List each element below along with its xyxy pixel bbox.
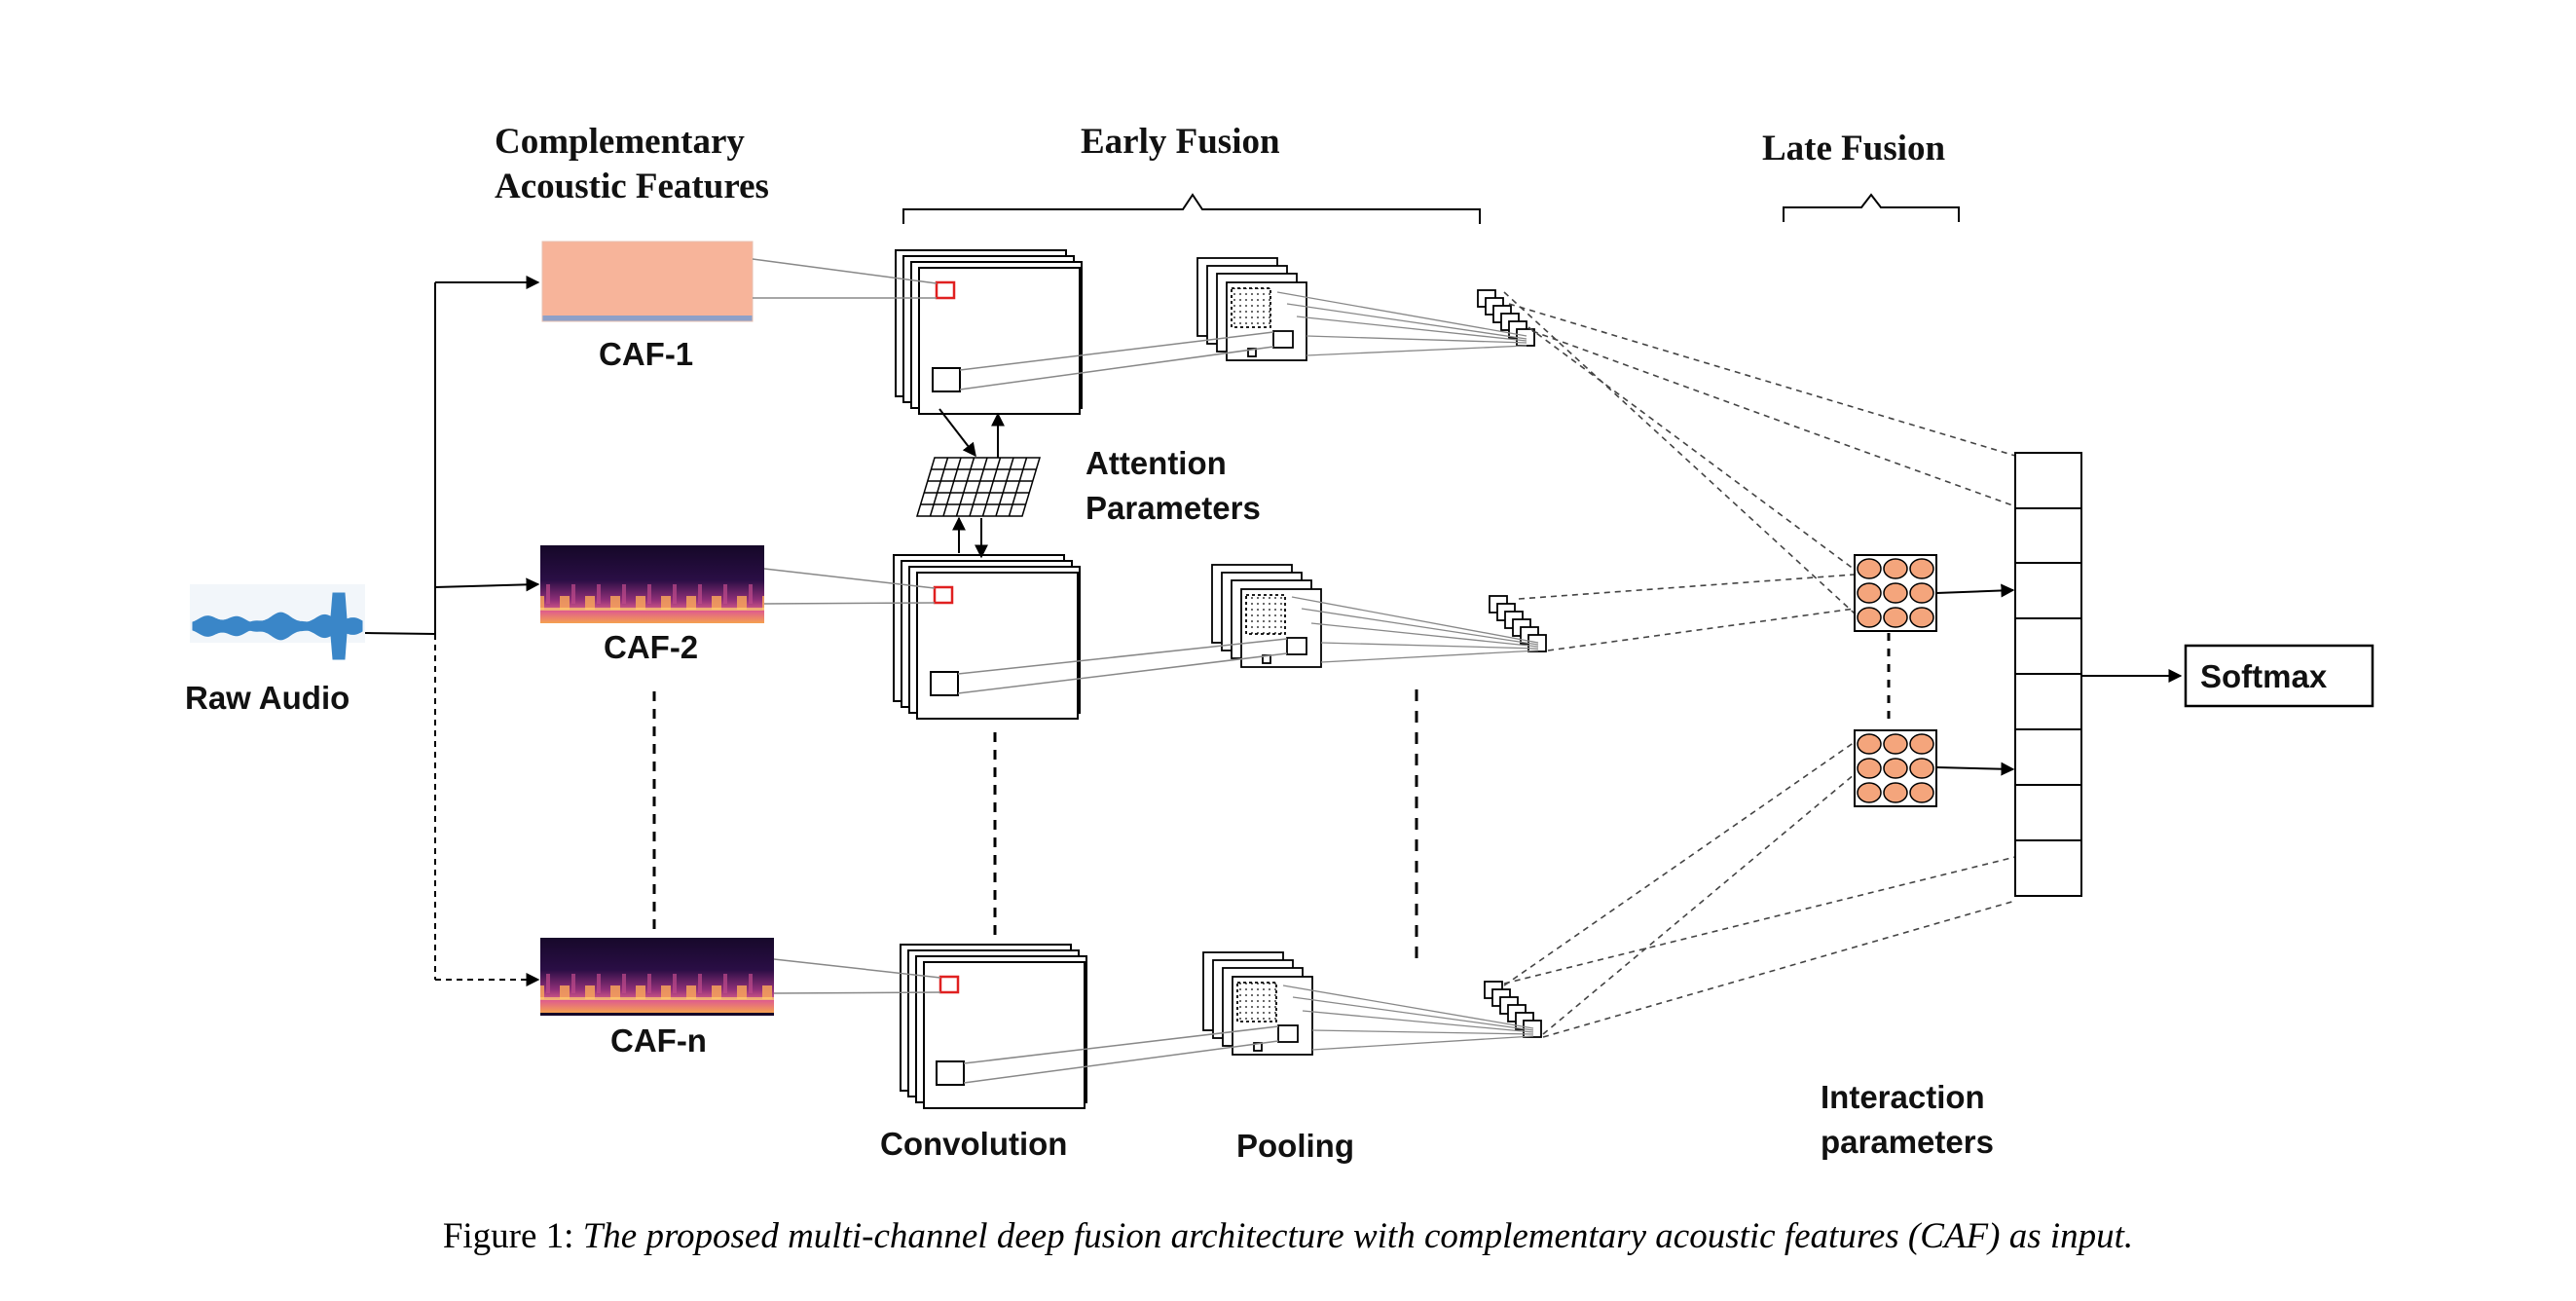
conv-to-pool-lines — [957, 331, 1288, 1084]
interaction-block-1 — [1854, 554, 1937, 632]
interaction-parameter-node — [1857, 758, 1882, 779]
attention-label-line1: Attention — [1086, 445, 1227, 481]
interaction-parameter-node — [1909, 607, 1934, 628]
interaction-parameter-node — [1909, 582, 1934, 604]
interaction-parameter-node — [1909, 733, 1934, 755]
attention-label-line2: Parameters — [1086, 490, 1261, 526]
interaction-parameter-node — [1883, 782, 1908, 803]
pool-stack-n — [1202, 951, 1313, 1056]
softmax-box — [2184, 644, 2374, 708]
conv-stack-n — [900, 944, 1087, 1109]
small-feature-stack-1 — [1477, 289, 1535, 347]
interaction-parameter-node — [1883, 758, 1908, 779]
caf2-spectrogram — [540, 545, 764, 623]
early-fusion-title: Early Fusion — [1081, 122, 1280, 162]
pool-stack-2 — [1211, 564, 1322, 668]
figure-caption: Figure 1: The proposed multi-channel dee… — [0, 1215, 2576, 1257]
convolution-label: Convolution — [880, 1126, 1067, 1162]
complementary-features-title-line2: Acoustic Features — [495, 167, 769, 206]
attention-grid — [915, 457, 1042, 517]
conv-stack-2 — [893, 554, 1081, 720]
pool-stack-1 — [1196, 257, 1307, 361]
raw-audio-label: Raw Audio — [185, 680, 350, 716]
caf2-label: CAF-2 — [604, 629, 698, 665]
interaction-parameter-node — [1909, 758, 1934, 779]
cafn-spectrogram — [540, 938, 774, 1016]
conv-stack-1 — [895, 249, 1083, 415]
late-fusion-brace — [1783, 193, 1960, 222]
interaction-parameter-node — [1857, 733, 1882, 755]
interaction-dashed-lines — [1503, 291, 2016, 1038]
small-feature-stack-2 — [1489, 595, 1547, 652]
late-fusion-title: Late Fusion — [1762, 129, 1946, 168]
interaction-parameter-node — [1883, 607, 1908, 628]
softmax-label: Softmax — [2200, 658, 2328, 694]
caf1-label: CAF-1 — [599, 336, 693, 372]
caption-text: The proposed multi-channel deep fusion a… — [582, 1216, 2134, 1256]
interaction-parameter-node — [1909, 558, 1934, 579]
pool-to-small-lines — [1276, 291, 1539, 1051]
fully-connected-layer — [2014, 452, 2082, 897]
caption-prefix: Figure 1: — [442, 1216, 583, 1256]
interaction-parameter-node — [1857, 782, 1882, 803]
interaction-parameter-node — [1883, 733, 1908, 755]
raw-audio-waveform — [190, 584, 365, 660]
interaction-parameter-node — [1883, 558, 1908, 579]
attention-arrows — [938, 408, 1005, 559]
interaction-block-2 — [1854, 729, 1937, 807]
raw-audio-split-lines — [364, 276, 540, 986]
pooling-label: Pooling — [1236, 1128, 1354, 1164]
interaction-label-line2: parameters — [1821, 1124, 1994, 1160]
interaction-parameter-node — [1883, 582, 1908, 604]
cafn-label: CAF-n — [610, 1022, 707, 1059]
complementary-features-title-line1: Complementary — [495, 122, 745, 162]
small-feature-stack-n — [1484, 981, 1542, 1038]
interaction-label-line1: Interaction — [1821, 1079, 1985, 1115]
caf1-spectrogram — [541, 241, 754, 322]
caf-to-conv-lines — [752, 258, 941, 994]
interaction-parameter-node — [1857, 607, 1882, 628]
interaction-parameter-node — [1857, 558, 1882, 579]
interaction-parameter-node — [1857, 582, 1882, 604]
interaction-to-fc-arrows — [1935, 583, 2015, 776]
early-fusion-brace — [902, 193, 1481, 224]
interaction-parameter-node — [1909, 782, 1934, 803]
